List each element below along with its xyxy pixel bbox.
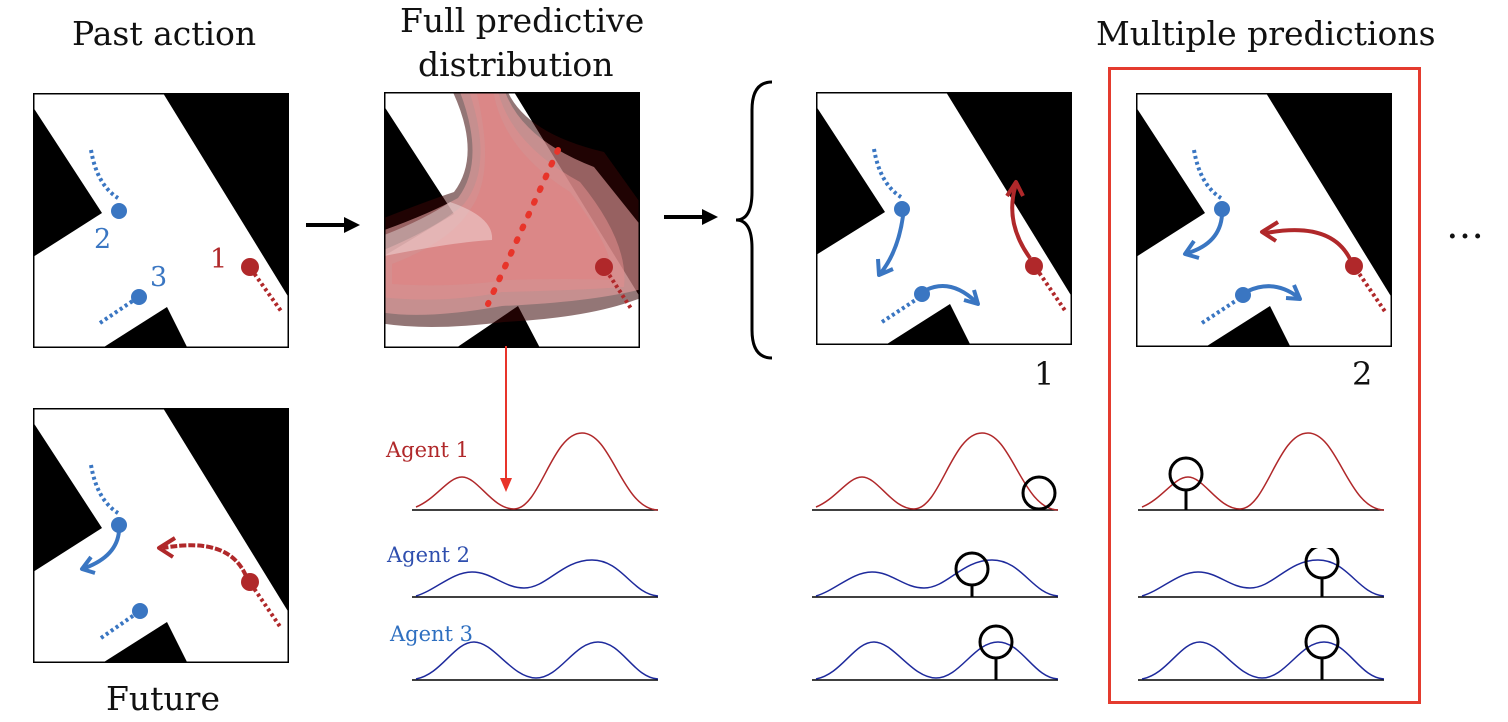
future-title: Future (106, 679, 220, 718)
prediction-index-1: 1 (1034, 355, 1055, 393)
distribution-agent-3 (412, 641, 659, 681)
full-predictive-map (384, 92, 640, 348)
distribution-agent-2 (412, 559, 659, 598)
prediction-2-distribution-agent-1 (1138, 432, 1385, 511)
agent-1-label: Agent 1 (386, 438, 470, 462)
agent-number-1: 1 (210, 244, 228, 275)
prediction-2-distribution-agent-3 (1138, 624, 1385, 681)
agent-2-label: Agent 2 (387, 543, 471, 567)
prediction-1-distribution-agent-1 (812, 432, 1059, 511)
distribution-agent-1 (412, 432, 659, 511)
future-map (33, 408, 289, 663)
multiple-predictions-title: Multiple predictions (1096, 14, 1436, 53)
agent-3-label: Agent 3 (390, 622, 474, 646)
prediction-1-map (816, 92, 1072, 345)
prediction-2-distribution-agent-2 (1138, 548, 1385, 598)
brace-icon (735, 80, 773, 360)
full-predictive-title-line2: distribution (418, 45, 614, 84)
past-action-map (33, 93, 289, 348)
pointer-arrow (500, 346, 512, 492)
agent-number-3: 3 (150, 262, 168, 293)
prediction-index-2: 2 (1352, 355, 1373, 393)
past-action-title: Past action (72, 14, 257, 53)
ellipsis: … (1446, 203, 1484, 247)
full-predictive-title-line1: Full predictive (400, 1, 645, 40)
arrow-right-icon (664, 209, 718, 225)
agent-number-2: 2 (94, 224, 112, 255)
highlight-box (1108, 67, 1421, 704)
prediction-1-distribution-agent-2 (812, 551, 1059, 598)
prediction-2-map (1136, 93, 1392, 347)
arrow-right-icon (306, 217, 360, 233)
prediction-1-distribution-agent-3 (812, 624, 1059, 681)
